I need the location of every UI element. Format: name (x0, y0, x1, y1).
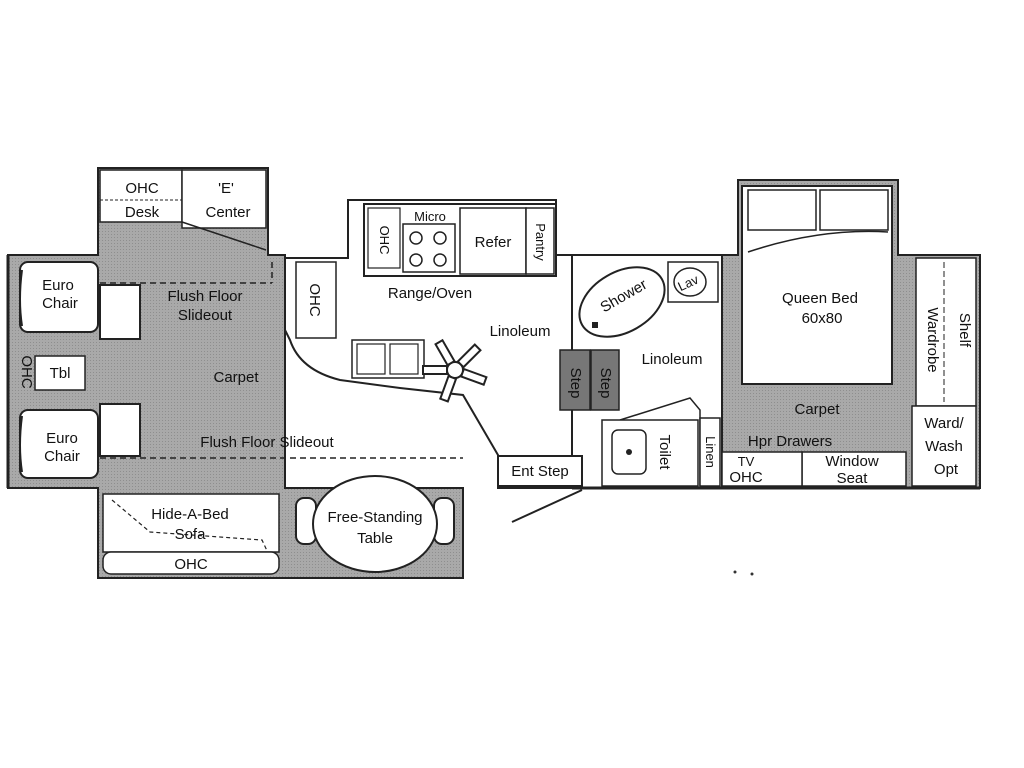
linen-box (699, 417, 721, 487)
shelf-label: Shelf (956, 313, 973, 348)
pantry-box (525, 207, 555, 275)
entry-door (511, 489, 583, 523)
ohc-top-label: OHC (125, 180, 159, 197)
e-center-label-2: Center (205, 204, 250, 221)
ent-step (497, 455, 583, 487)
tv-label: TV (738, 454, 755, 469)
hpr-drawers-label: Hpr Drawers (748, 433, 832, 450)
speck (733, 570, 737, 574)
step-2-box (590, 349, 620, 411)
wardrobe-box (915, 257, 977, 407)
euro-chair-bottom (19, 403, 141, 479)
queen-bed-label-2: 60x80 (802, 310, 843, 327)
ohc-bed-label: OHC (729, 469, 763, 486)
euro-chair-top-label-1: Euro (42, 277, 74, 294)
micro-label: Micro (414, 209, 446, 224)
euro-chair-bottom-label-2: Chair (44, 448, 80, 465)
table-label-2: Table (357, 530, 393, 547)
ward-wash-label-1: Ward/ (924, 415, 964, 432)
free-standing-table (295, 475, 455, 573)
window-seat-label-2: Seat (837, 470, 869, 487)
e-center-box (181, 169, 267, 229)
ohc-kitchen-box (367, 207, 401, 269)
pillow (747, 189, 817, 231)
linen-label: Linen (703, 436, 718, 468)
e-center-label-1: 'E' (218, 180, 234, 197)
lav-basin (673, 267, 707, 297)
step-2-label: Step (597, 368, 614, 399)
hide-a-bed-label-2: Sofa (175, 526, 207, 543)
ward-wash-label-3: Opt (934, 461, 959, 478)
ohc-bottom-box (102, 551, 280, 575)
queen-bed-label-1: Queen Bed (782, 290, 858, 307)
range-oven-label: Range/Oven (388, 285, 472, 302)
toilet-label: Toilet (656, 434, 673, 470)
ohc-kitchen-label: OHC (377, 226, 392, 255)
range-oven (402, 223, 456, 273)
sink-basin (356, 343, 386, 375)
euro-chair-top-label-2: Chair (42, 295, 78, 312)
ohc-side-label: OHC (306, 283, 323, 317)
sink-basin (389, 343, 419, 375)
sink (351, 339, 425, 379)
tbl-label: Tbl (50, 365, 71, 382)
wardrobe-label: Wardrobe (924, 307, 941, 372)
refer-label: Refer (475, 234, 512, 251)
living-carpet (7, 167, 464, 579)
desk-label: Desk (125, 204, 160, 221)
euro-chair-bottom-label-1: Euro (46, 430, 78, 447)
carpet-living-label: Carpet (213, 369, 259, 386)
ward-wash-label-2: Wash (925, 438, 963, 455)
tbl-box (34, 355, 86, 391)
pantry-label: Pantry (533, 223, 548, 261)
flush-floor-top-label-2: Slideout (178, 307, 233, 324)
shower (578, 266, 666, 338)
step-1-box (559, 349, 591, 411)
carpet-bedroom-label: Carpet (794, 401, 840, 418)
toilet-dot (626, 449, 632, 455)
ohc-bottom-label: OHC (174, 556, 208, 573)
swivel-chair (422, 338, 488, 403)
ohc-side-cabinet (295, 261, 337, 339)
burner (433, 253, 447, 267)
hide-a-bed-label-1: Hide-A-Bed (151, 506, 229, 523)
linoleum-kitchen-label: Linoleum (490, 323, 551, 340)
table-label-1: Free-Standing (327, 509, 422, 526)
pillow (819, 189, 889, 231)
step-1-label: Step (567, 368, 584, 399)
linoleum-bath-label: Linoleum (642, 351, 703, 368)
burner (433, 231, 447, 245)
flush-floor-top-label-1: Flush Floor (167, 288, 242, 305)
tv-ohc-box (721, 451, 803, 487)
ent-step-label: Ent Step (511, 463, 569, 480)
ward-wash-box (911, 405, 977, 487)
speck (750, 572, 754, 576)
bed-sheet-fold (747, 230, 889, 253)
window-seat-label-1: Window (825, 453, 879, 470)
euro-chair-top (19, 261, 141, 340)
ohc-left-label: OHC (18, 355, 35, 389)
hide-a-bed-sofa (102, 493, 280, 553)
flush-floor-bottom-label: Flush Floor Slideout (200, 434, 334, 451)
burner (409, 231, 423, 245)
burner (409, 253, 423, 267)
ohc-desk-box (99, 169, 183, 223)
